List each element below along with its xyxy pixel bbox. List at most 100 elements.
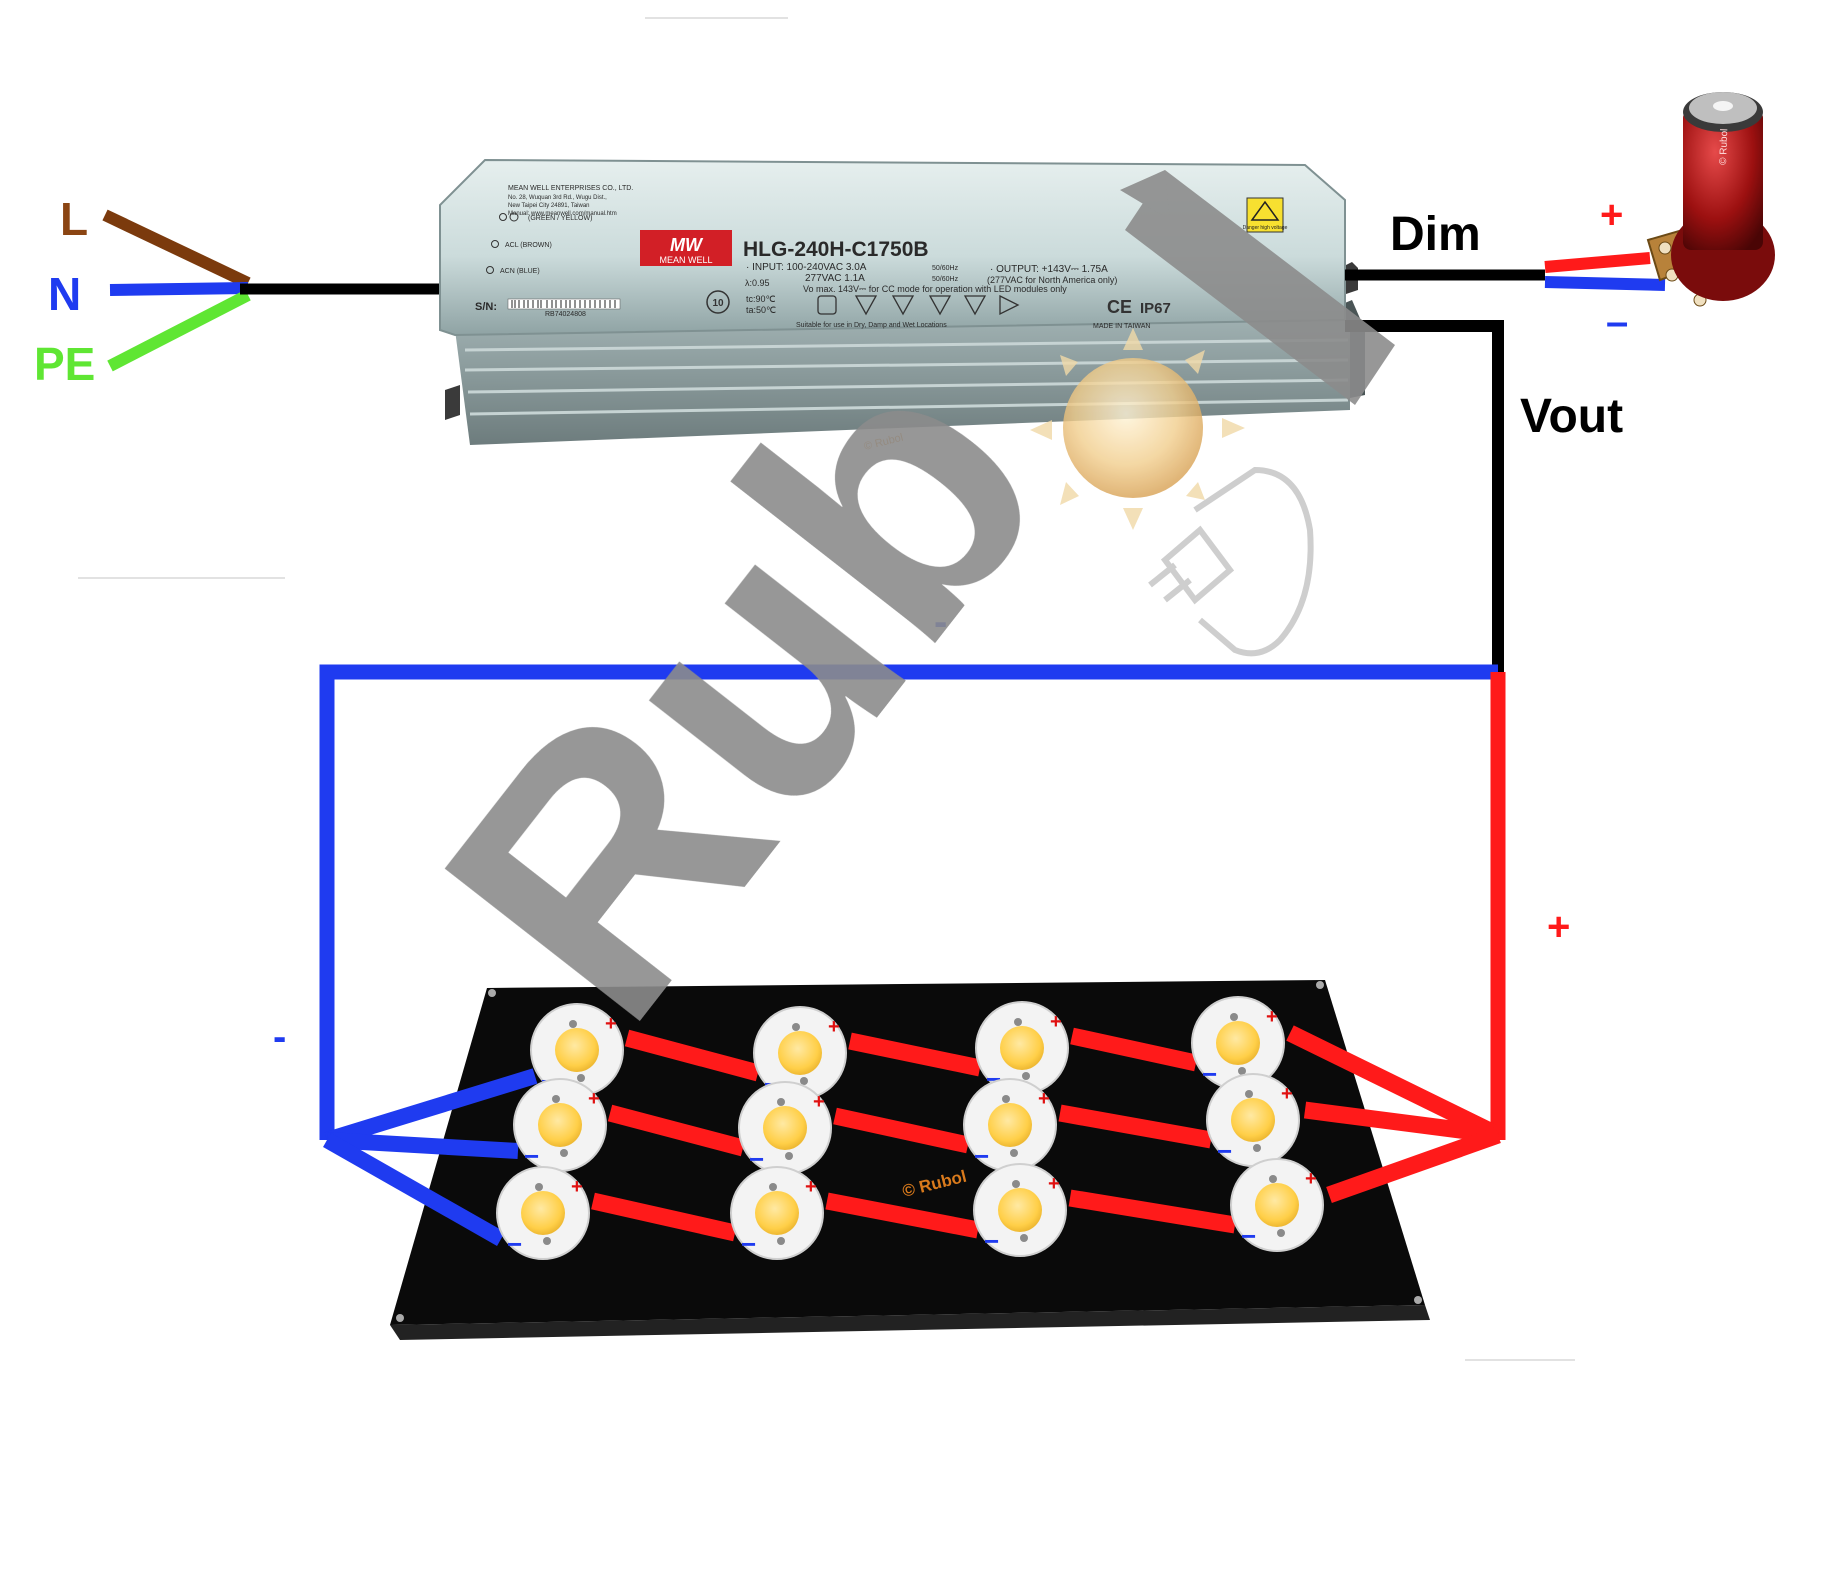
wire-pe [107,289,251,372]
led-screw [1269,1175,1277,1183]
svg-text:10: 10 [712,298,724,309]
dim-wire-blue [1544,276,1666,291]
led-chip [1231,1098,1275,1142]
svg-text:50/60Hz: 50/60Hz [932,276,959,283]
svg-text:MADE IN TAIWAN: MADE IN TAIWAN [1093,323,1150,330]
svg-text:MEAN WELL ENTERPRISES CO., LTD: MEAN WELL ENTERPRISES CO., LTD. [508,185,633,192]
label-n: N [48,268,81,320]
svg-text:Vo max. 143V⎓ for CC mode for: Vo max. 143V⎓ for CC mode for operation … [803,284,1067,294]
svg-text:· INPUT: 100-240VAC 3.0A: · INPUT: 100-240VAC 3.0A [746,262,867,273]
led-chip [538,1103,582,1147]
led-screw [1020,1234,1028,1242]
label-minus-top: - [934,600,947,644]
label-pot-minus: – [1606,300,1628,344]
series-link-wire [607,1104,746,1157]
wire-l [102,209,251,289]
series-link-wire [1058,1104,1213,1149]
led-plus-mark: + [1266,1006,1278,1028]
led-screw [800,1077,808,1085]
svg-text:ta:50℃: ta:50℃ [746,305,776,315]
led-chip [755,1191,799,1235]
svg-text:Danger high voltage: Danger high voltage [1243,225,1288,231]
svg-text:λ:0.95: λ:0.95 [745,278,770,288]
series-link-wire [1068,1189,1237,1234]
led-screw [1010,1149,1018,1157]
led-screw [577,1074,585,1082]
led-screw [777,1098,785,1106]
led-screw [1022,1072,1030,1080]
class2-10-icon [706,290,730,314]
led-screw [535,1183,543,1191]
svg-text:MEAN WELL: MEAN WELL [659,255,712,265]
led-screw [1253,1144,1261,1152]
svg-text:(GREEN / YELLOW): (GREEN / YELLOW) [528,215,592,222]
led-minus-mark: − [749,1144,764,1174]
led-plus-mark: + [588,1088,600,1110]
svg-text:No. 28, Wuquan 3rd Rd., Wugu D: No. 28, Wuquan 3rd Rd., Wugu Dist., [508,195,607,201]
label-vout: Vout [1520,390,1623,443]
plus-link-wire [1326,1126,1501,1204]
led-plus-mark: + [605,1013,617,1035]
led-minus-mark: − [974,1141,989,1171]
decorative-rules [78,17,1575,1361]
led-screw [560,1149,568,1157]
label-l: L [60,193,88,245]
led-plus-mark: + [1305,1168,1317,1190]
minus-link-wire [324,1068,538,1148]
led-screw [552,1095,560,1103]
led-plus-mark: + [813,1091,825,1113]
led-plus-mark: + [1048,1173,1060,1195]
mains-wires [102,209,452,372]
led-screw [1014,1018,1022,1026]
ce-mark: CE [1107,297,1132,317]
led-screw [543,1237,551,1245]
label-minus-left: - [273,1015,286,1059]
warning-label [1246,197,1284,233]
led-minus-mark: − [741,1229,756,1259]
led-plus-mark: + [1281,1083,1293,1105]
barcode [507,298,621,310]
led-screw [769,1183,777,1191]
led-screw [1238,1067,1246,1075]
led-array: +−+−+−+−+−+−+−+−+−+−+−+− [323,996,1502,1260]
label-plus-right: + [1547,905,1570,949]
svg-text:(277VAC for North America only: (277VAC for North America only) [987,275,1117,285]
led-screw [792,1023,800,1031]
label-pot-plus: + [1600,193,1623,237]
dim-wire-red [1544,252,1651,273]
led-chip [778,1031,822,1075]
led-chip [1216,1021,1260,1065]
led-chip [1000,1026,1044,1070]
svg-text:Manual: www.meanwell.com/manua: Manual: www.meanwell.com/manual.htm [508,211,617,217]
driver-model: HLG-240H-C1750B [743,238,929,261]
led-chip [555,1028,599,1072]
minus-link-wire [326,1132,519,1159]
watermark-one-stroke [1125,170,1395,405]
svg-text:Suitable for use in Dry, Damp: Suitable for use in Dry, Damp and Wet Lo… [796,322,947,329]
led-plus-mark: + [828,1016,840,1038]
led-chip [988,1103,1032,1147]
label-dim: Dim [1390,208,1481,261]
svg-text:S/N:: S/N: [475,301,497,313]
ip-rating: IP67 [1140,300,1171,317]
led-plus-mark: + [1038,1088,1050,1110]
led-minus-mark: − [524,1141,539,1171]
svg-text:50/60Hz: 50/60Hz [932,265,959,272]
series-link-wire [848,1032,982,1077]
svg-text:MW: MW [670,235,704,255]
svg-text:ACN (BLUE): ACN (BLUE) [500,268,540,275]
led-chip [998,1188,1042,1232]
led-chip [763,1106,807,1150]
wire-vout [1345,320,1504,672]
led-chip [521,1191,565,1235]
led-screw [785,1152,793,1160]
led-screw [1230,1013,1238,1021]
led-plus-mark: + [571,1176,583,1198]
svg-text:· OUTPUT: +143V⎓ 1.75A: · OUTPUT: +143V⎓ 1.75A [990,264,1108,275]
led-screw [1277,1229,1285,1237]
sun-icon [1030,328,1245,530]
certification-icons [817,294,1020,316]
plus-link-wire [1303,1101,1500,1144]
svg-text:tc:90℃: tc:90℃ [746,294,776,304]
